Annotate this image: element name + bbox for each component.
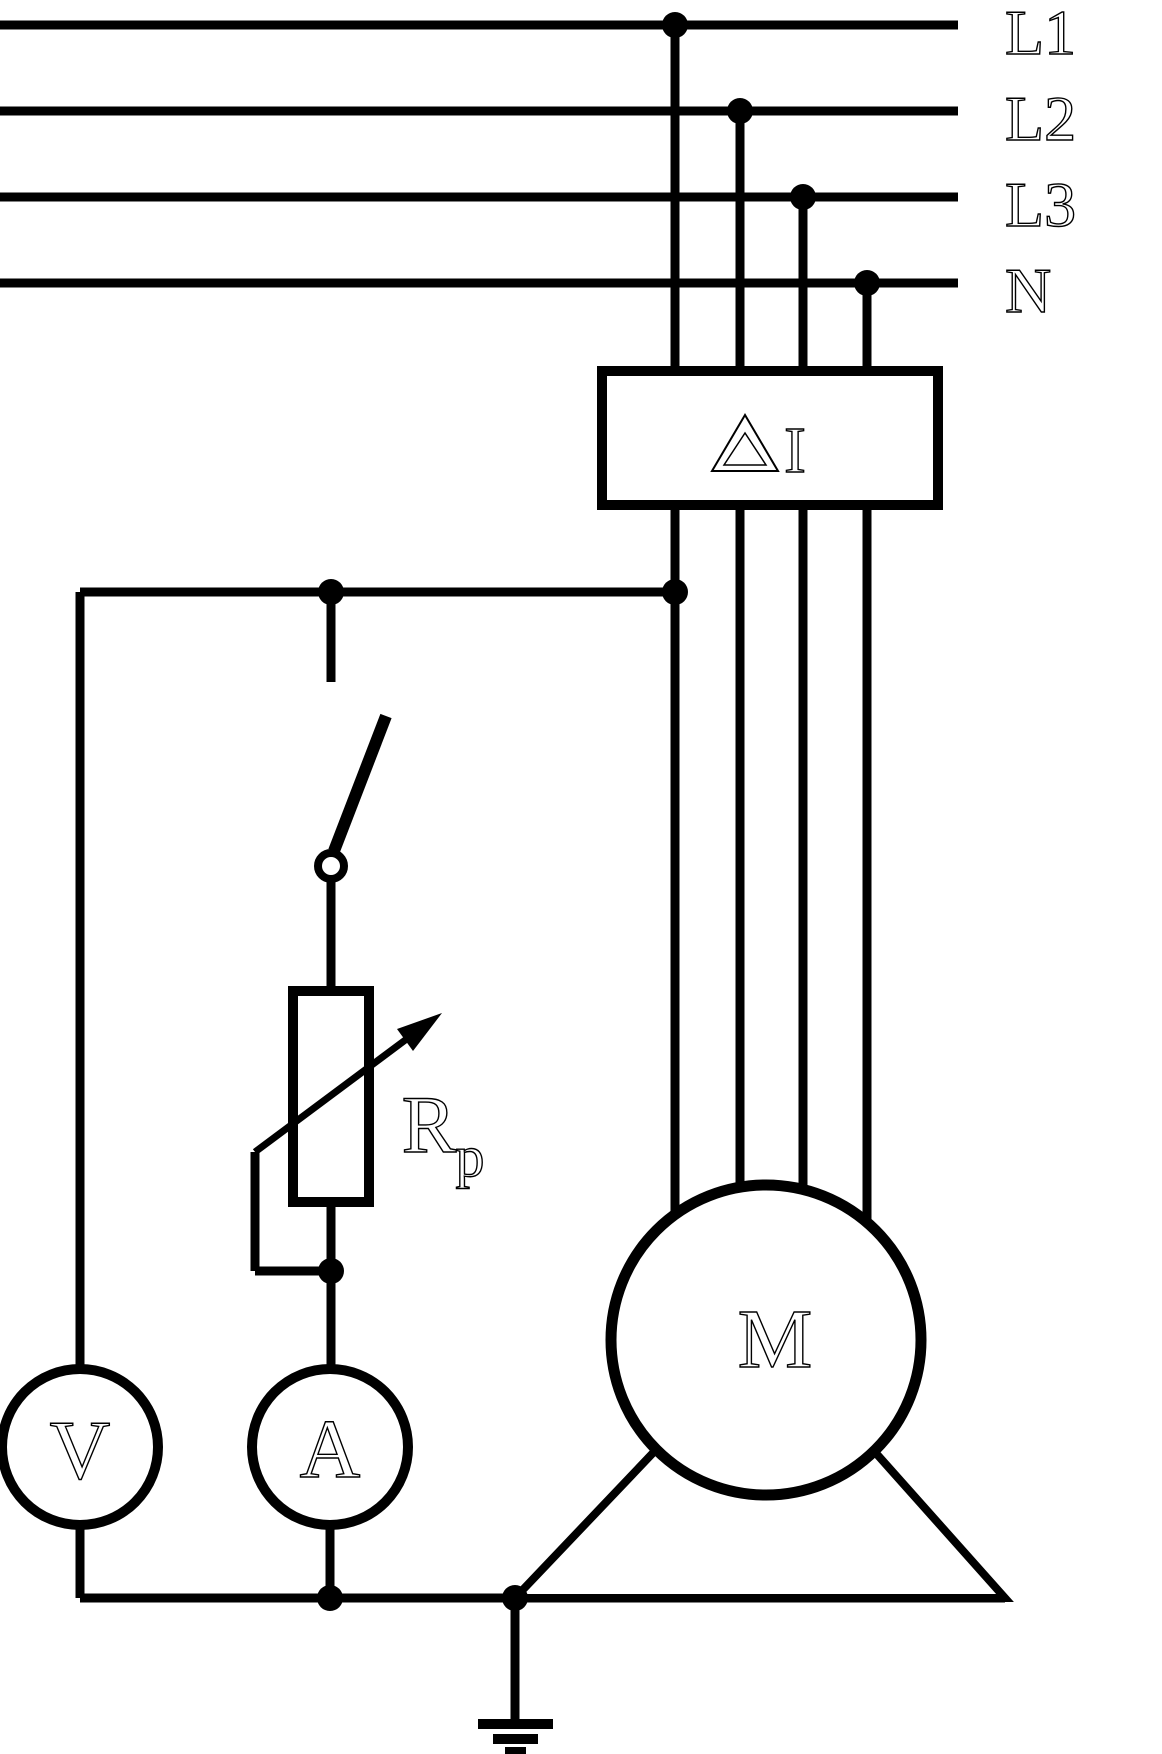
rcd-box <box>597 366 943 510</box>
junction-dot-l1 <box>662 12 688 38</box>
rheostat-wiper-arrow <box>252 1013 442 1155</box>
junction-dot-wiper <box>318 1258 344 1284</box>
junction-dot-l2 <box>727 98 753 124</box>
rcd-current-label: I <box>784 414 806 487</box>
junction-dot-branch-tap <box>662 579 688 605</box>
junction-dot-ammeter-bottom <box>317 1585 343 1611</box>
voltmeter-label: V <box>50 1404 111 1497</box>
junction-dot-n <box>854 270 880 296</box>
bus-label-n: N <box>1005 255 1051 326</box>
bus-label-l2: L2 <box>1005 83 1076 154</box>
junction-dot-l3 <box>790 184 816 210</box>
switch-pivot-circle <box>314 849 348 883</box>
bus-label-l1: L1 <box>1005 0 1076 68</box>
motor-circle <box>605 1179 927 1501</box>
rcd-delta-icon <box>710 413 780 472</box>
switch-blade <box>328 713 392 854</box>
voltmeter-circle <box>0 1364 163 1530</box>
earth-ground-icon <box>478 1598 553 1754</box>
motor-label: M <box>738 1293 813 1386</box>
ammeter-label: A <box>300 1403 361 1496</box>
ammeter-circle <box>247 1364 413 1530</box>
rheostat-label: R <box>402 1079 457 1170</box>
rheostat-label-subscript: p <box>456 1124 485 1189</box>
bus-label-l3: L3 <box>1005 169 1076 240</box>
